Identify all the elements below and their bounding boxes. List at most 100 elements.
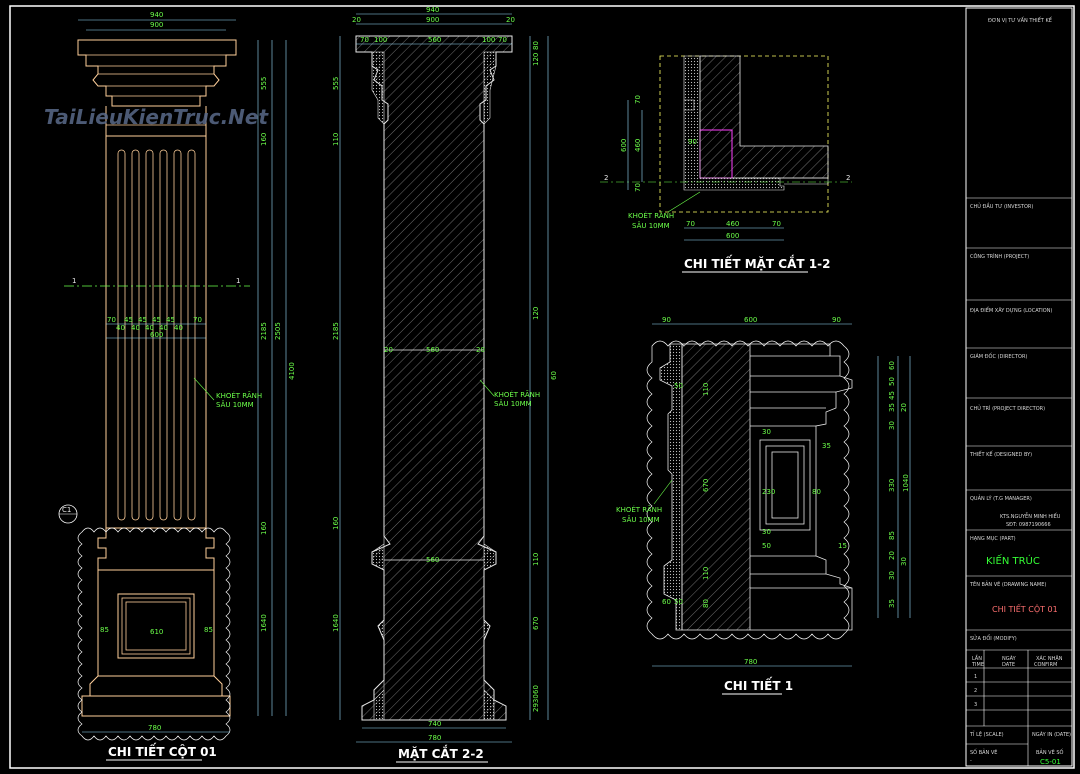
sec-note-line2: SÂU 10MM xyxy=(494,399,532,408)
tb-manager: QUẢN LÝ (T.G MANAGER) xyxy=(970,494,1032,502)
tb-sheet-label: BẢN VẼ SỐ xyxy=(1036,748,1064,756)
d1-dim-i3: 80 xyxy=(702,599,710,608)
d1-dim-r10: 20 xyxy=(888,551,896,560)
dim-top-940: 940 xyxy=(150,11,163,19)
d1-dim-i0: 110 xyxy=(702,383,710,396)
sec-dim-20-mid-l: 20 xyxy=(384,346,393,354)
detail-cladding xyxy=(683,55,785,191)
det-dim-600: 600 xyxy=(726,232,739,240)
sec-dim-120-top: 120 xyxy=(532,53,540,66)
d1-dim-i11: 50 xyxy=(674,382,683,390)
sec-dim-555: 555 xyxy=(332,77,340,90)
title-section-2-2: MẶT CẮT 2-2 xyxy=(398,745,484,761)
d1-dim-r11: 30 xyxy=(900,557,908,566)
d1-dim-r2: 45 xyxy=(888,391,896,400)
sec-dim-1640: 1640 xyxy=(332,614,340,632)
tb-part-value: KIẾN TRÚC xyxy=(986,553,1040,567)
d1-dim-r5: 20 xyxy=(900,403,908,412)
title-block: ĐƠN VỊ TƯ VẤN THIẾT KẾ CHỦ ĐẦU TƯ (INVES… xyxy=(965,7,1073,767)
d1-dim-i13: 60 xyxy=(662,598,671,606)
det-dim-460-left: 460 xyxy=(634,139,642,152)
tb-rev-e1: DATE xyxy=(1002,662,1015,668)
pedestal-panel xyxy=(117,593,195,659)
tb-manager-phone: SĐT: 0987190666 xyxy=(1006,522,1051,528)
tb-rev-h0: LẦN xyxy=(972,654,982,662)
dim-side-160b: 160 xyxy=(260,522,268,535)
watermark-logo: TaiLieuKienTruc.Net xyxy=(44,105,269,129)
view-section-detail-1-2: 2 2 70 460 70 600 600 460 70 70 90 KHOÉT… xyxy=(600,55,852,273)
view-section-2-2: 940 900 20 20 70 100 560 100 70 560 560 … xyxy=(332,6,558,763)
tb-part-label: HẠNG MỤC (PART) xyxy=(970,536,1016,542)
sec-note-line1: KHOÉT RÃNH xyxy=(494,390,540,399)
det-dim-70b: 70 xyxy=(772,220,781,228)
d1-dim-r12: 30 xyxy=(888,571,896,580)
title-detail-1: CHI TIẾT 1 xyxy=(724,677,793,693)
sec-dim-900: 900 xyxy=(426,16,439,24)
d1-dim-r13: 35 xyxy=(888,599,896,608)
dim-flute-7: 40 xyxy=(159,324,168,332)
title-section-detail-1-2: CHI TIẾT MẶT CẮT 1-2 xyxy=(684,255,830,271)
sec-dim-70b: 70 xyxy=(498,36,507,44)
tb-designed-by: THIẾT KẾ (DESIGNED BY) xyxy=(969,450,1032,458)
sec-dim-110a: 110 xyxy=(332,133,340,146)
view-detail-1: 90 600 90 60 50 45 35 20 30 330 1040 85 … xyxy=(616,316,911,695)
note-groove-line2: SÂU 10MM xyxy=(216,400,254,409)
tb-rev-h2: XÁC NHẬN xyxy=(1036,655,1063,662)
det-dim-460: 460 xyxy=(726,220,739,228)
d1-note-line1: KHOÉT RÃNH xyxy=(616,505,662,514)
sec-dim-20-left: 20 xyxy=(352,16,361,24)
view-column-elevation: 1 1 940 900 555 160 2185 2505 4100 160 1… xyxy=(58,11,296,761)
dim-panel-left: 85 xyxy=(100,626,109,634)
d1-dim-i7: 30 xyxy=(762,528,771,536)
sec-dim-2930: 120 xyxy=(532,307,540,320)
det-dim-70-left-bottom: 70 xyxy=(634,183,642,192)
note-groove-line1: KHOÉT RÃNH xyxy=(216,391,262,400)
d1-dim-r0: 60 xyxy=(888,361,896,370)
sec-dim-780: 780 xyxy=(428,734,441,742)
sec-dim-160: 160 xyxy=(332,517,340,530)
d1-dim-780: 780 xyxy=(744,658,757,666)
section-mark-2-right: 2 xyxy=(846,174,850,182)
section-cladding-right xyxy=(483,51,497,721)
detail1-revision-cloud xyxy=(646,340,850,640)
dim-side-555: 555 xyxy=(260,77,268,90)
det-note-line1: KHOÉT RÃNH xyxy=(628,211,674,220)
dim-flute-3: 40 xyxy=(131,324,140,332)
dim-flute-2: 45 xyxy=(124,316,133,324)
sec-dim-670: 670 xyxy=(532,617,540,630)
dim-side-2185: 2185 xyxy=(260,322,268,340)
column-pedestal xyxy=(97,569,215,677)
d1-dim-i2: 110 xyxy=(702,567,710,580)
sec-dim-560-low: 560 xyxy=(426,556,439,564)
sec-dim-100a: 100 xyxy=(374,36,387,44)
dim-flute-9: 40 xyxy=(174,324,183,332)
d1-dim-i1: 670 xyxy=(702,479,710,492)
sec-dim-4100: 60 xyxy=(550,371,558,380)
dim-flute-4: 45 xyxy=(138,316,147,324)
tb-rev-e2: CONFIRM xyxy=(1034,662,1057,668)
sec-dim-70a: 70 xyxy=(360,36,369,44)
d1-note-line2: SÂU 10MM xyxy=(622,515,660,524)
dim-bottom-780: 780 xyxy=(148,724,161,732)
d1-dim-i9: 15 xyxy=(838,542,847,550)
d1-dim-r3: 35 xyxy=(888,403,896,412)
dim-side-4100: 4100 xyxy=(288,362,296,380)
title-column-detail: CHI TIẾT CỘT 01 xyxy=(108,743,217,759)
detail1-wall-section xyxy=(681,343,751,631)
sec-dim-20-right: 20 xyxy=(506,16,515,24)
sec-dim-80: 80 xyxy=(532,41,540,50)
revision-cloud-base xyxy=(77,527,231,741)
d1-dim-i4: 230 xyxy=(762,488,775,496)
tb-drawing-name-label: TÊN BẢN VẼ (DRAWING NAME) xyxy=(969,580,1046,588)
dim-flute-0: 70 xyxy=(107,316,116,324)
sec-dim-20-mid-r: 20 xyxy=(476,346,485,354)
tb-date-label: NGÀY IN (DATE) xyxy=(1032,731,1071,738)
tb-project-director: CHỦ TRÌ (PROJECT DIRECTOR) xyxy=(970,404,1045,412)
tb-rev-e0: TIME xyxy=(971,662,984,668)
sheet-border xyxy=(9,5,1075,769)
tb-sheet-value: C5-01 xyxy=(1040,758,1061,766)
dim-side-160a: 160 xyxy=(260,133,268,146)
section-body xyxy=(355,35,513,721)
dim-side-2505: 2505 xyxy=(274,322,282,340)
sec-dim-560-mid: 560 xyxy=(426,346,439,354)
